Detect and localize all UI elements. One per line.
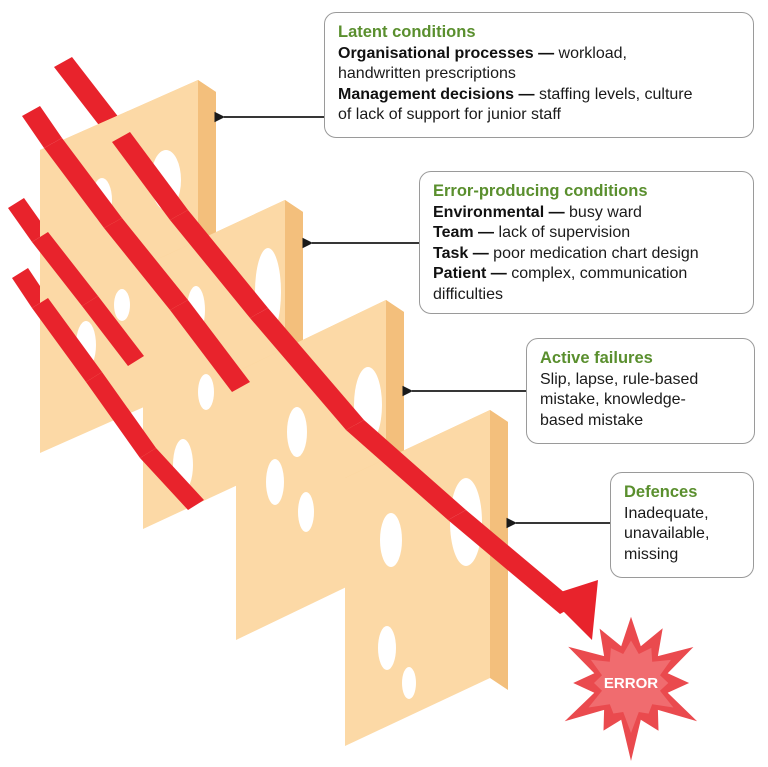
latent-line-3-text: staffing levels, culture bbox=[534, 85, 693, 103]
defences-line-1: Inadequate, bbox=[624, 504, 709, 522]
error-producing-line-5: difficulties bbox=[433, 285, 741, 306]
latent-line-4: of lack of support for junior staff bbox=[338, 105, 741, 126]
error-producing-line-2-label: Team — bbox=[433, 224, 495, 241]
error-producing-line-1-label: Environmental — bbox=[433, 203, 565, 221]
latent-conditions-box: Latent conditions Organisational process… bbox=[324, 12, 754, 138]
error-producing-line-5-text: difficulties bbox=[433, 285, 503, 303]
error-label: ERROR bbox=[604, 675, 658, 692]
latent-conditions-lines: Organisational processes — workload, han… bbox=[338, 44, 741, 126]
active-failures-box: Active failures Slip, lapse, rule-based … bbox=[526, 338, 755, 444]
latent-line-4-text: of lack of support for junior staff bbox=[338, 106, 561, 123]
active-line-1: Slip, lapse, rule-based bbox=[540, 370, 699, 388]
defences-title: Defences bbox=[624, 483, 698, 501]
error-producing-line-4-text: complex, communication bbox=[506, 265, 688, 282]
active-failures-title: Active failures bbox=[540, 349, 653, 367]
error-burst: ERROR bbox=[564, 616, 698, 761]
error-producing-line-1: Environmental — busy ward bbox=[433, 203, 741, 224]
latent-line-2-text: handwritten prescriptions bbox=[338, 65, 516, 82]
error-producing-line-4-label: Patient — bbox=[433, 265, 507, 282]
hazard-arrow-2-tail bbox=[22, 106, 62, 148]
hazard-arrowhead bbox=[548, 580, 598, 640]
defences-box: Defences Inadequate, unavailable, missin… bbox=[610, 472, 754, 578]
latent-line-1: Organisational processes — workload, bbox=[338, 44, 741, 65]
error-producing-line-2: Team — lack of supervision bbox=[433, 223, 741, 244]
active-line-2: mistake, knowledge- bbox=[540, 391, 686, 408]
latent-line-3: Management decisions — staffing levels, … bbox=[338, 85, 741, 106]
latent-conditions-title: Latent conditions bbox=[338, 23, 476, 41]
latent-line-1-text: workload, bbox=[554, 44, 627, 62]
latent-line-3-label: Management decisions — bbox=[338, 85, 535, 103]
pointer-arrows bbox=[214, 111, 610, 529]
latent-line-2: handwritten prescriptions bbox=[338, 64, 741, 85]
error-producing-line-2-text: lack of supervision bbox=[494, 224, 631, 241]
hazard-arrow-final bbox=[346, 420, 598, 640]
hazard-arrows-seg1 bbox=[32, 132, 188, 382]
active-line-3: based mistake bbox=[540, 411, 644, 429]
error-producing-line-3: Task — poor medication chart design bbox=[433, 244, 741, 265]
latent-line-1-label: Organisational processes — bbox=[338, 44, 555, 62]
hazard-arrows-seg2 bbox=[82, 210, 268, 458]
error-producing-title: Error-producing conditions bbox=[433, 182, 648, 200]
defences-line-2: unavailable, bbox=[624, 525, 710, 542]
error-producing-line-3-text: poor medication chart design bbox=[488, 244, 699, 262]
hazard-arrows-seg3 bbox=[140, 300, 364, 510]
error-producing-line-3-label: Task — bbox=[433, 244, 489, 262]
hazard-arrow-3-tail bbox=[8, 198, 48, 242]
defences-line-3: missing bbox=[624, 545, 679, 563]
hazard-arrow-4-tail bbox=[12, 268, 48, 308]
error-producing-conditions-box: Error-producing conditions Environmental… bbox=[419, 171, 754, 314]
error-producing-line-4: Patient — complex, communication bbox=[433, 264, 741, 285]
error-producing-line-1-text: busy ward bbox=[564, 203, 642, 221]
